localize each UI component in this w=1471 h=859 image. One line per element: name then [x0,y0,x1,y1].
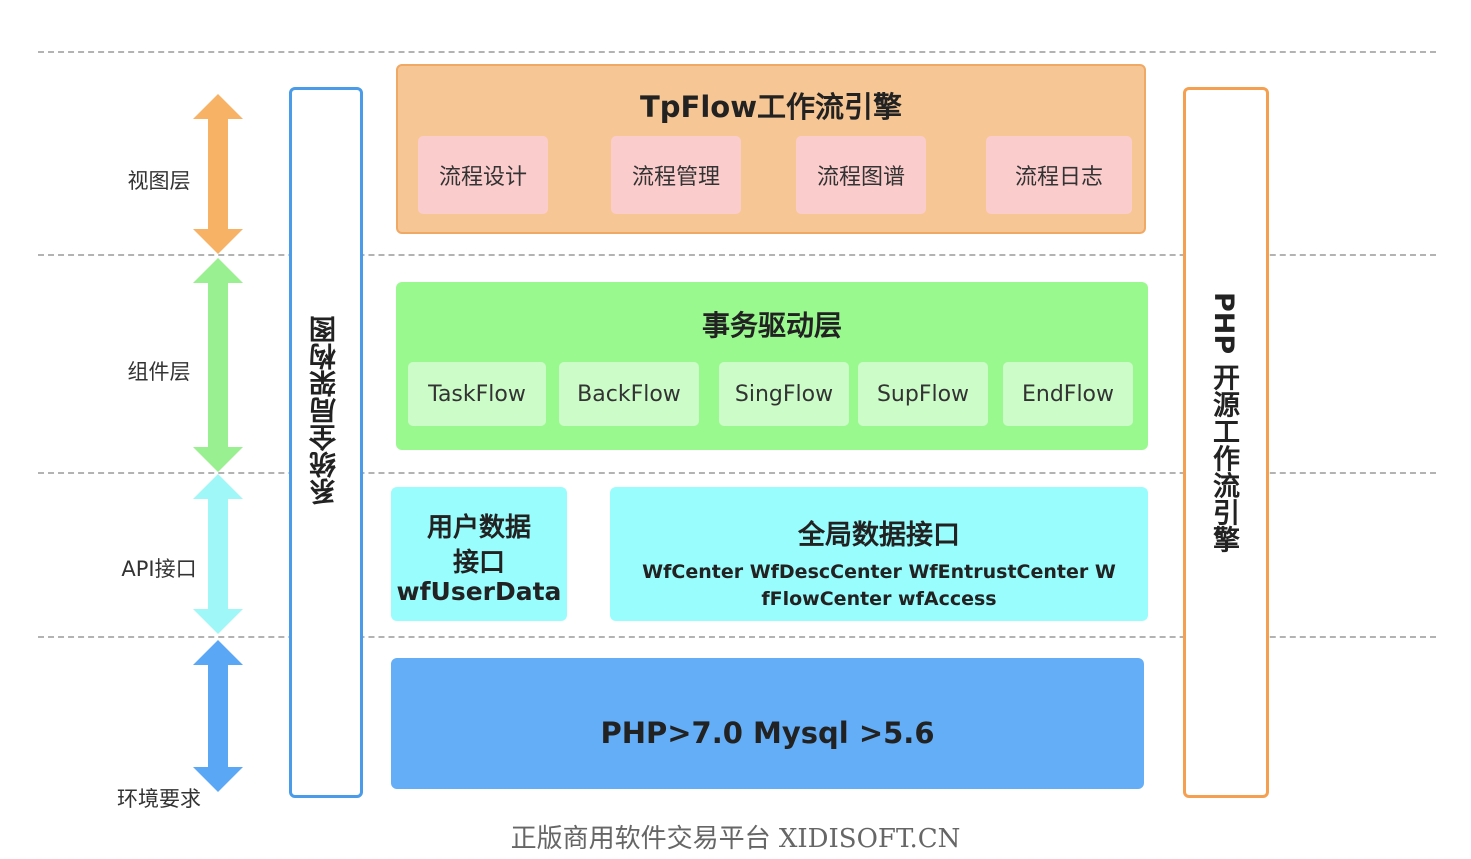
user-data-api-box: 用户数据 接口 wfUserData [391,487,567,621]
separator-view-component [38,254,1436,256]
global-data-api-line2: fFlowCenter wfAccess [761,588,997,610]
component-item-taskflow: TaskFlow [408,362,546,426]
double-arrow-api-icon [193,474,243,634]
component-item-endflow: EndFlow [1003,362,1133,426]
component-layer-panel: 事务驱动层 TaskFlow BackFlow SingFlow SupFlow… [396,282,1148,450]
global-data-api-box: 全局数据接口 WfCenter WfDescCenter WfEntrustCe… [610,487,1148,621]
component-layer-title: 事务驱动层 [701,309,842,342]
env-layer-text: PHP>7.0 Mysql >5.6 [600,716,935,750]
view-item-manage: 流程管理 [611,136,741,214]
arrow-shape [193,640,243,792]
user-data-api-line3: wfUserData [396,577,562,606]
view-item-log: 流程日志 [986,136,1132,214]
view-item-design: 流程设计 [418,136,548,214]
left-panel-title: 系统全局架构图 [310,316,341,505]
component-item-supflow: SupFlow [858,362,988,426]
view-item-graph: 流程图谱 [796,136,926,214]
separator-top [38,51,1436,53]
arrow-shape [193,94,243,254]
double-arrow-env-icon [193,640,243,792]
component-item-backflow: BackFlow [559,362,699,426]
user-data-api-line1: 用户数据 [426,513,531,543]
separator-component-api [38,472,1436,474]
layer-label-api: API接口 [121,557,197,581]
env-layer-panel: PHP>7.0 Mysql >5.6 [391,658,1144,789]
view-layer-panel: TpFlow工作流引擎 流程设计 流程管理 流程图谱 流程日志 [396,64,1146,234]
separator-api-env [38,636,1436,638]
layer-label-env: 环境要求 [117,787,201,811]
global-data-api-title: 全局数据接口 [798,520,960,551]
right-panel-title: PHP 开源工作流引擎 [1208,292,1239,553]
component-item-singflow: SingFlow [719,362,849,426]
user-data-api-line2: 接口 [452,548,505,578]
arrow-shape [193,258,243,472]
double-arrow-component-icon [193,258,243,472]
arrow-shape [193,474,243,634]
footer-watermark: 正版商用软件交易平台 XIDISOFT.CN [510,824,961,854]
left-architecture-panel [289,87,363,798]
view-layer-title: TpFlow工作流引擎 [639,90,902,124]
global-data-api-line1: WfCenter WfDescCenter WfEntrustCenter W [642,561,1116,583]
layer-label-view: 视图层 [127,169,191,193]
double-arrow-view-icon [193,94,243,254]
layer-label-component: 组件层 [127,360,191,384]
right-engine-panel [1183,87,1269,798]
